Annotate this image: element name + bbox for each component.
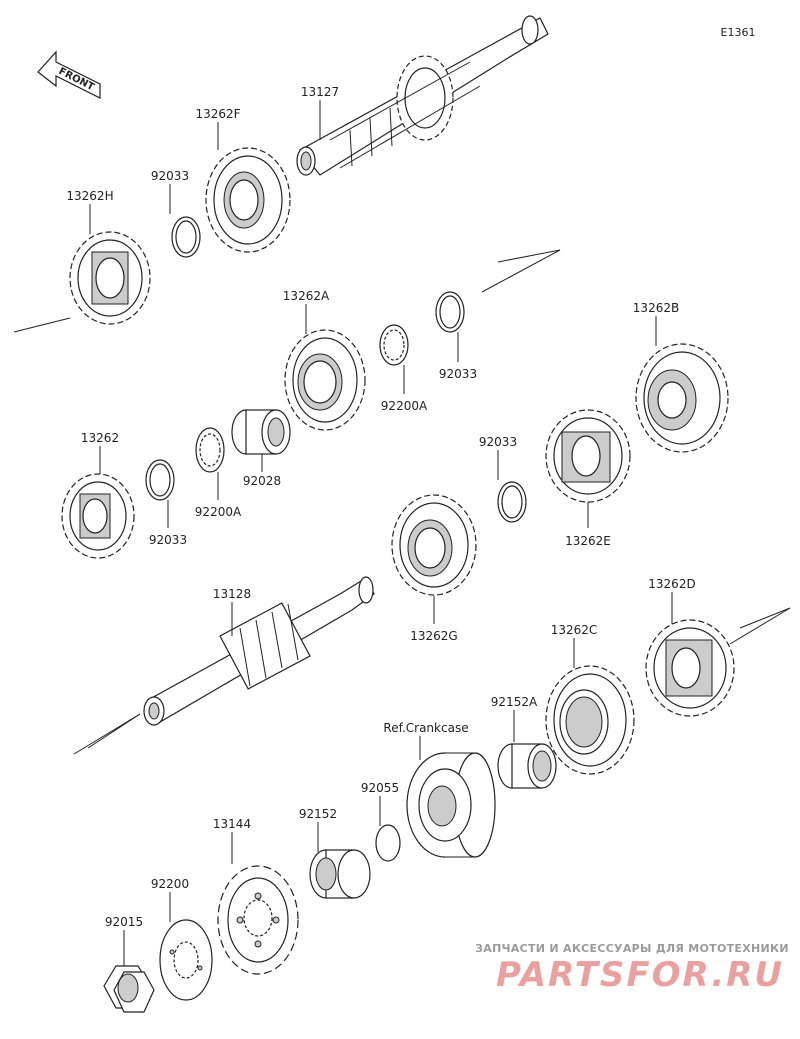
label-ref-crankcase: Ref.Crankcase bbox=[383, 721, 468, 735]
circlip-92033-mid bbox=[435, 291, 465, 333]
gear-icon bbox=[396, 55, 454, 141]
shaft-13127 bbox=[296, 15, 549, 176]
label-92152A: 92152A bbox=[491, 695, 538, 709]
label-92152: 92152 bbox=[299, 807, 337, 821]
circlip-92033-left bbox=[145, 459, 175, 501]
label-13127: 13127 bbox=[301, 85, 339, 99]
gear-13262H bbox=[69, 231, 151, 325]
washer-92200A-left bbox=[195, 427, 225, 473]
collar-92152A bbox=[497, 743, 557, 789]
label-13262F: 13262F bbox=[195, 107, 240, 121]
label-92200A-left: 92200A bbox=[195, 505, 242, 519]
diagram-id: E1361 bbox=[721, 26, 756, 39]
label-13144: 13144 bbox=[213, 817, 251, 831]
label-13262C: 13262C bbox=[551, 623, 598, 637]
label-13128: 13128 bbox=[213, 587, 251, 601]
circlip-92033-top bbox=[171, 216, 201, 258]
label-13262B: 13262B bbox=[633, 301, 679, 315]
gear-13262 bbox=[61, 473, 135, 559]
gear-13262E bbox=[545, 409, 631, 503]
label-13262D: 13262D bbox=[648, 577, 695, 591]
watermark-tagline: ЗАПЧАСТИ И АКСЕССУАРЫ ДЛЯ МОТОТЕХНИКИ bbox=[475, 942, 789, 955]
collar-92152 bbox=[309, 849, 371, 899]
watermark-brand: PARTSFOR.RU bbox=[496, 955, 784, 995]
gear-13262A bbox=[284, 329, 366, 431]
label-92015: 92015 bbox=[105, 915, 143, 929]
label-13262: 13262 bbox=[81, 431, 119, 445]
axis-line-upper-left bbox=[13, 317, 71, 333]
axis-line-upper-right bbox=[481, 249, 561, 293]
gear-13262F bbox=[205, 147, 291, 253]
gear-13262B bbox=[635, 343, 729, 453]
axis-line-lower-right bbox=[729, 607, 791, 645]
washer-92200A-mid bbox=[379, 324, 409, 366]
label-13262H: 13262H bbox=[66, 189, 113, 203]
bearing-crankcase bbox=[406, 752, 496, 858]
label-92200: 92200 bbox=[151, 877, 189, 891]
oring-92055 bbox=[375, 824, 401, 862]
label-92200A-mid: 92200A bbox=[381, 399, 428, 413]
gear-13262D bbox=[645, 619, 735, 717]
label-13262E: 13262E bbox=[565, 534, 611, 548]
bearing-92028 bbox=[231, 409, 291, 455]
gear-13262C bbox=[545, 665, 635, 775]
shaft-13128 bbox=[143, 576, 375, 726]
label-92033-left: 92033 bbox=[149, 533, 187, 547]
nut-92015 bbox=[103, 965, 155, 1013]
front-arrow-icon: FRONT bbox=[37, 50, 101, 99]
label-13262A: 13262A bbox=[283, 289, 330, 303]
washer-92200 bbox=[159, 919, 213, 1001]
sprocket-13144 bbox=[217, 865, 299, 975]
label-92028: 92028 bbox=[243, 474, 281, 488]
gear-13262G bbox=[391, 494, 477, 596]
label-92033-mid: 92033 bbox=[439, 367, 477, 381]
label-13262G: 13262G bbox=[410, 629, 457, 643]
label-92055: 92055 bbox=[361, 781, 399, 795]
circlip-92033-right bbox=[497, 481, 527, 523]
label-92033-top: 92033 bbox=[151, 169, 189, 183]
label-92033-right: 92033 bbox=[479, 435, 517, 449]
